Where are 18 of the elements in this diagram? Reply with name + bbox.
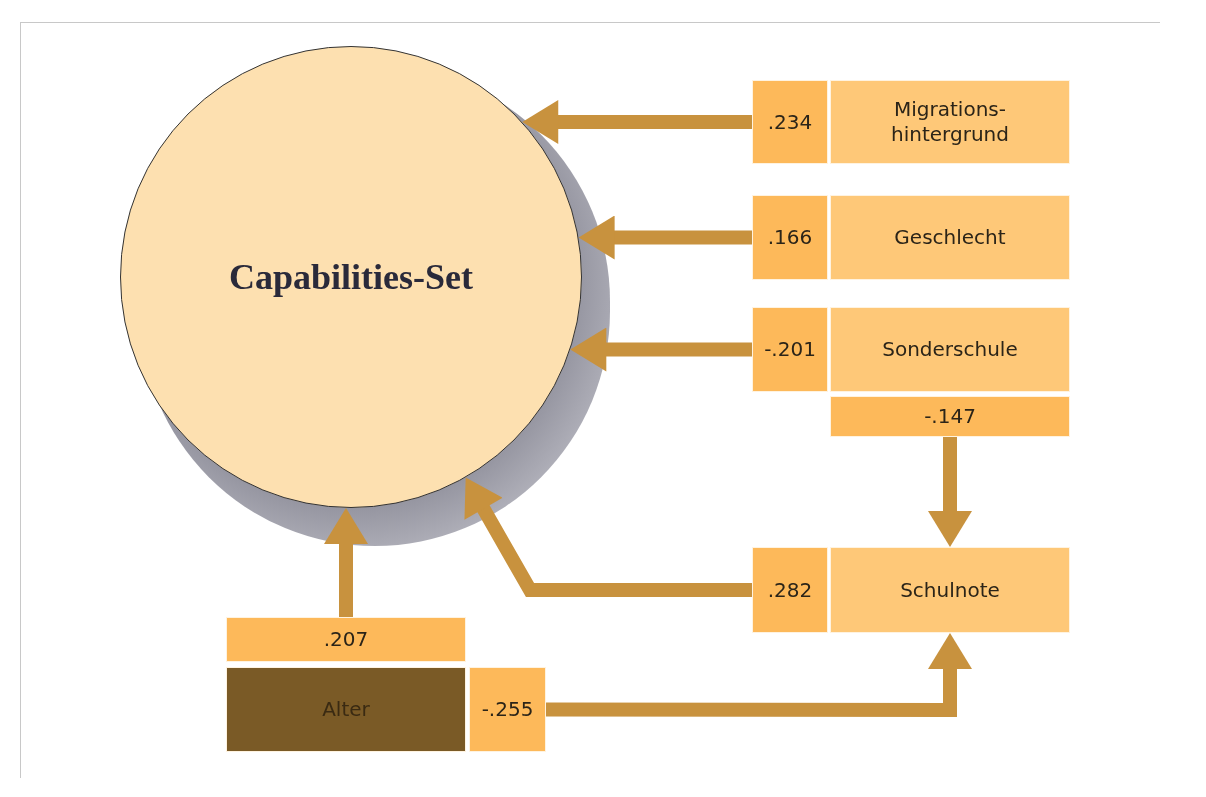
variable-box: Sonderschule [830,307,1070,392]
coefficient-box: -.147 [830,396,1070,437]
arrow [570,327,752,372]
variable-box: Schulnote [830,547,1070,633]
variable-box: Migrations- hintergrund [830,80,1070,164]
arrow [578,215,752,260]
coefficient-box: -.201 [752,307,828,392]
arrow [324,507,368,617]
coefficient-box: .207 [226,617,466,662]
variable-box: Alter [226,667,466,752]
variable-box: Geschlecht [830,195,1070,280]
arrow [928,437,972,547]
arrow [522,100,752,144]
coefficient-box: .234 [752,80,828,164]
coefficient-box: .282 [752,547,828,633]
arrow [546,633,972,717]
coefficient-box: .166 [752,195,828,280]
coefficient-box: -.255 [469,667,546,752]
